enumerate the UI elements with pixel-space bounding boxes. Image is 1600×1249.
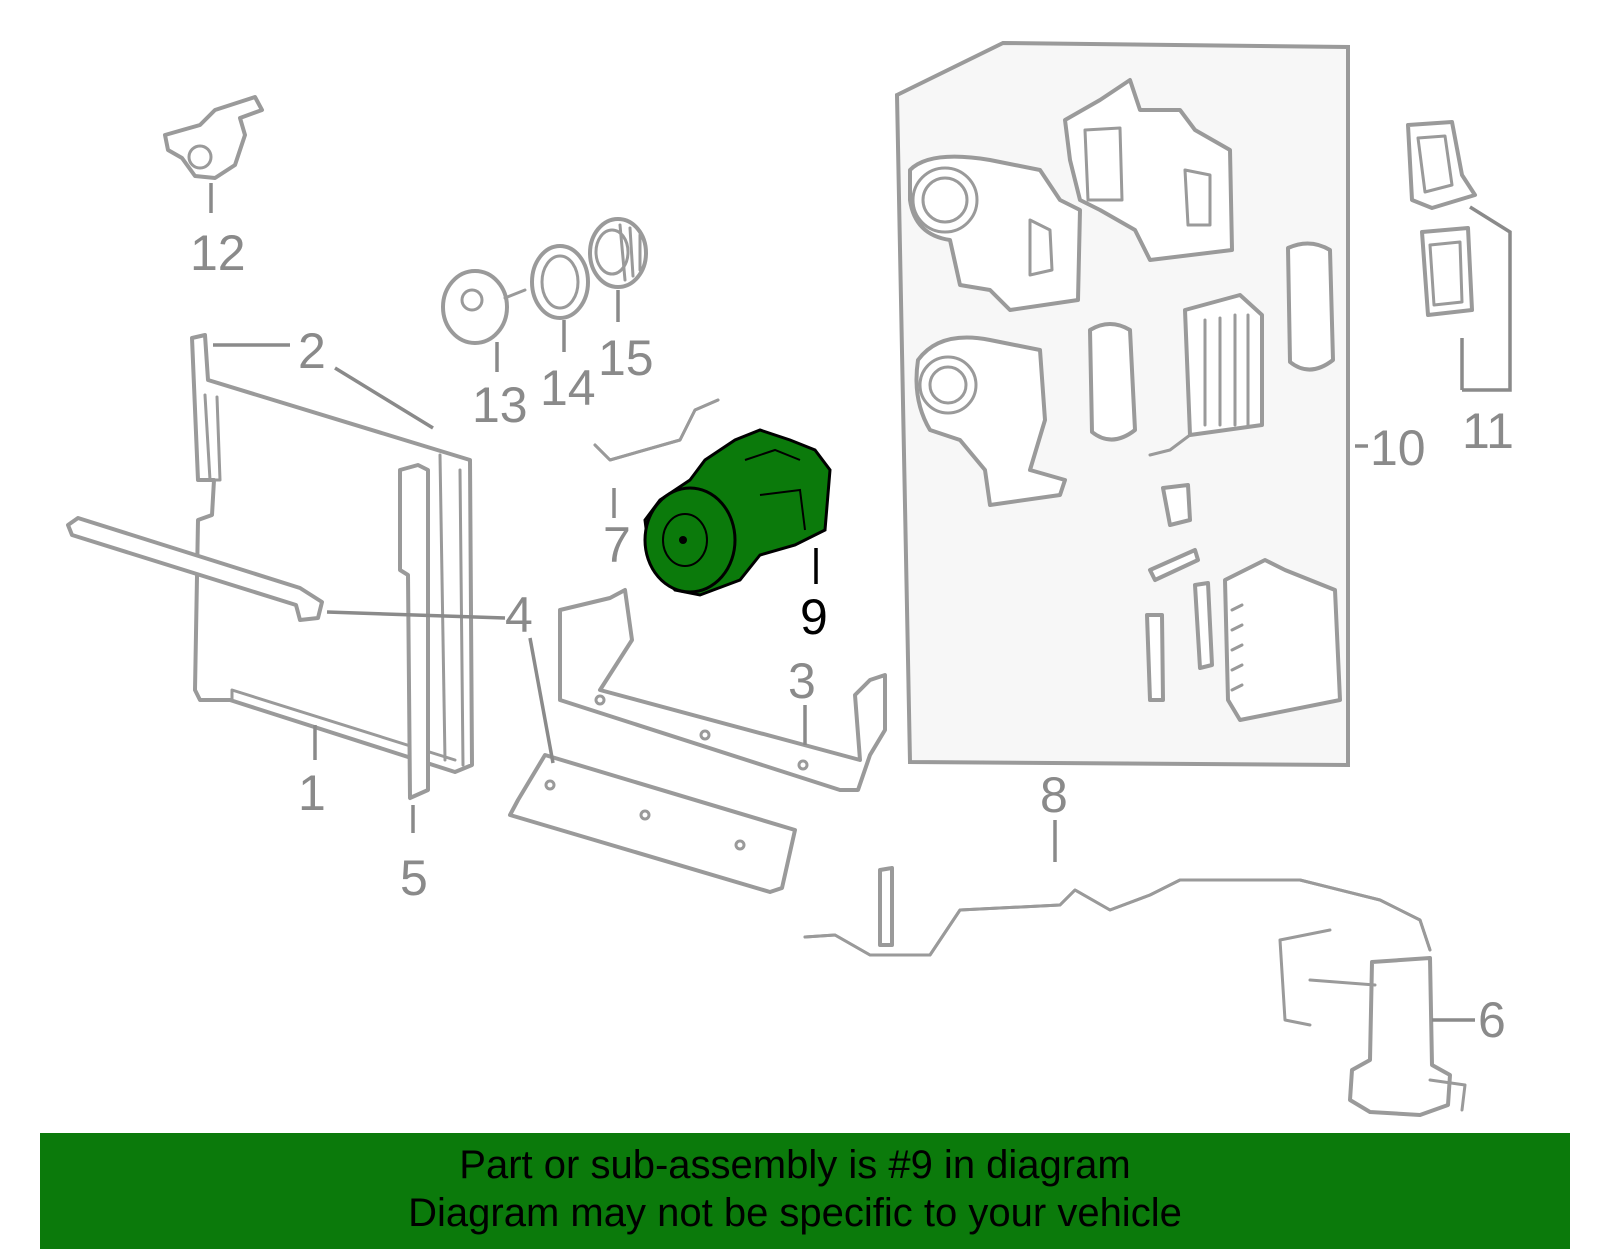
part-5-side-seal[interactable] — [398, 463, 430, 800]
part-9-ac-compressor[interactable] — [643, 428, 832, 597]
callout-2: 2 — [298, 323, 326, 379]
callout-3: 3 — [788, 653, 816, 709]
part-6-accumulator[interactable] — [1278, 928, 1467, 1117]
part-3-radiator-support[interactable] — [558, 588, 887, 792]
callout-7: 7 — [603, 517, 631, 573]
banner-disclaimer: Diagram may not be specific to your vehi… — [408, 1191, 1182, 1235]
leader-lines — [209, 183, 1512, 1022]
callout-4: 4 — [505, 587, 533, 643]
part-4-lower-seal[interactable] — [508, 753, 797, 894]
callout-11: 11 — [1462, 403, 1514, 459]
info-banner: Part or sub-assembly is #9 in diagram Di… — [40, 1133, 1570, 1249]
callout-13: 13 — [472, 377, 528, 433]
callout-12: 12 — [190, 225, 246, 281]
part-7-ac-line[interactable] — [593, 398, 720, 462]
part-1-condenser[interactable] — [190, 333, 474, 774]
callout-5: 5 — [400, 850, 428, 906]
part-12-bracket[interactable] — [163, 95, 264, 180]
callout-10: 10 — [1370, 420, 1426, 476]
part-15-blower-wheel[interactable] — [588, 217, 648, 289]
part-13-blower-motor[interactable] — [441, 269, 527, 345]
callout-8: 8 — [1040, 767, 1068, 823]
part-14-seal-ring[interactable] — [530, 244, 590, 320]
callout-14: 14 — [540, 360, 596, 416]
banner-part-note: Part or sub-assembly is #9 in diagram — [459, 1143, 1131, 1187]
callout-9: 9 — [800, 589, 828, 645]
callout-1: 1 — [298, 765, 326, 821]
callout-labels: 1 2 3 4 5 6 7 8 9 10 11 12 13 14 15 — [190, 225, 1514, 1048]
callout-15: 15 — [598, 330, 654, 386]
part-4-upper-seal[interactable] — [66, 516, 324, 622]
callout-6: 6 — [1478, 992, 1506, 1048]
part-8-ac-hose[interactable] — [803, 866, 1432, 957]
part-11-duct-set[interactable] — [1406, 120, 1477, 317]
part-10-hvac-case-assembly[interactable] — [894, 40, 1350, 768]
